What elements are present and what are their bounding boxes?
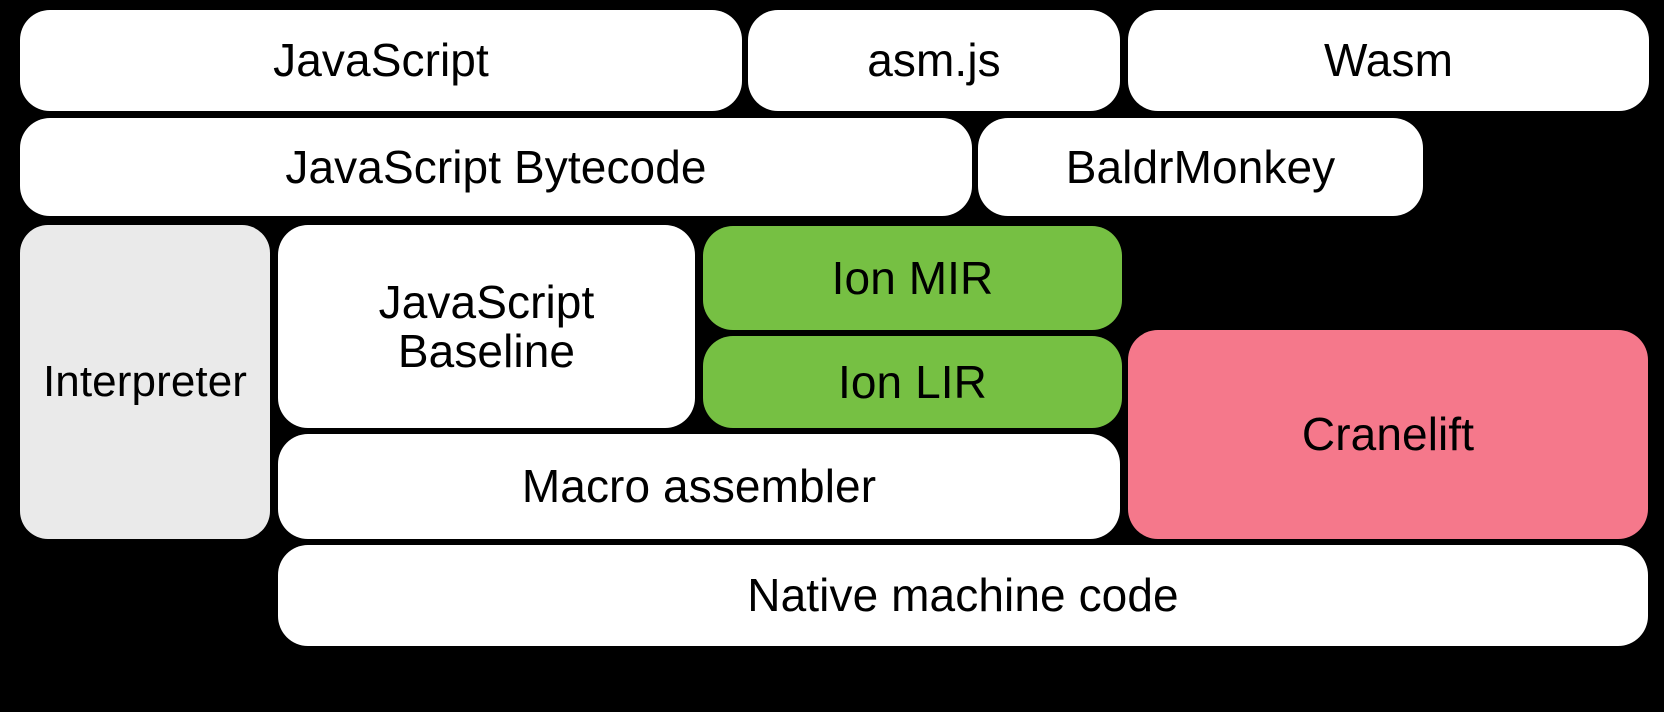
node-asmjs[interactable]: asm.js: [748, 10, 1120, 111]
node-interpreter[interactable]: Interpreter: [20, 225, 270, 539]
node-javascript-bytecode[interactable]: JavaScript Bytecode: [20, 118, 972, 216]
node-native-machine-code[interactable]: Native machine code: [278, 545, 1648, 646]
node-baldrmonkey[interactable]: BaldrMonkey: [978, 118, 1423, 216]
node-wasm[interactable]: Wasm: [1128, 10, 1649, 111]
node-macro-assembler[interactable]: Macro assembler: [278, 434, 1120, 539]
node-ion-mir[interactable]: Ion MIR: [703, 226, 1122, 330]
node-javascript-baseline[interactable]: JavaScript Baseline: [278, 225, 695, 428]
node-cranelift[interactable]: Cranelift: [1128, 330, 1648, 539]
node-ion-lir[interactable]: Ion LIR: [703, 336, 1122, 428]
node-javascript[interactable]: JavaScript: [20, 10, 742, 111]
